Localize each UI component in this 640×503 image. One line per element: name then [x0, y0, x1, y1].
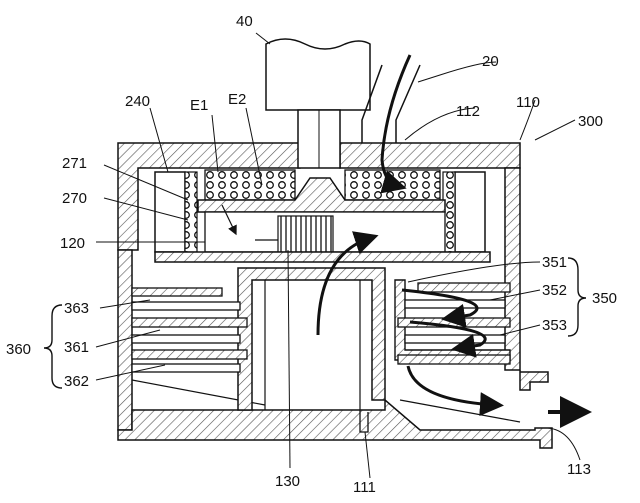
label-352: 352 [542, 282, 567, 299]
label-110: 110 [516, 94, 540, 111]
label-270: 270 [62, 190, 87, 207]
left-shield-block [155, 172, 185, 252]
housing-left-wall [118, 250, 132, 430]
housing-bottom-wall [118, 400, 552, 448]
label-113: 113 [567, 461, 591, 478]
label-130: 130 [275, 473, 300, 490]
label-363: 363 [64, 300, 89, 317]
label-362: 362 [64, 373, 89, 390]
left-fins-271 [185, 172, 197, 252]
label-300: 300 [578, 113, 603, 130]
label-361: 361 [64, 339, 89, 356]
label-240: 240 [125, 93, 150, 110]
outlet-flow-arrow [408, 366, 495, 405]
label-351: 351 [542, 254, 567, 271]
base-plate [155, 252, 490, 262]
label-40: 40 [236, 13, 253, 30]
label-120: 120 [60, 235, 85, 252]
label-20: 20 [482, 53, 499, 70]
label-e2: E2 [228, 91, 246, 108]
housing-right-wall [505, 168, 520, 370]
brace-360 [44, 305, 62, 388]
right-shield-block [455, 172, 485, 252]
brace-350 [568, 258, 586, 336]
label-111: 111 [353, 479, 376, 496]
impeller-vanes-130 [278, 216, 333, 252]
coil-row-left [205, 170, 295, 200]
label-271: 271 [62, 155, 87, 172]
motor-body [266, 39, 370, 110]
label-112: 112 [456, 103, 480, 120]
label-350: 350 [592, 290, 617, 307]
inner-guide-line-2 [400, 400, 520, 422]
label-360: 360 [6, 341, 31, 358]
label-353: 353 [542, 317, 567, 334]
label-e1: E1 [190, 97, 208, 114]
outlet-lip [520, 370, 548, 390]
housing-top-right [340, 143, 520, 168]
central-tube [238, 268, 385, 432]
